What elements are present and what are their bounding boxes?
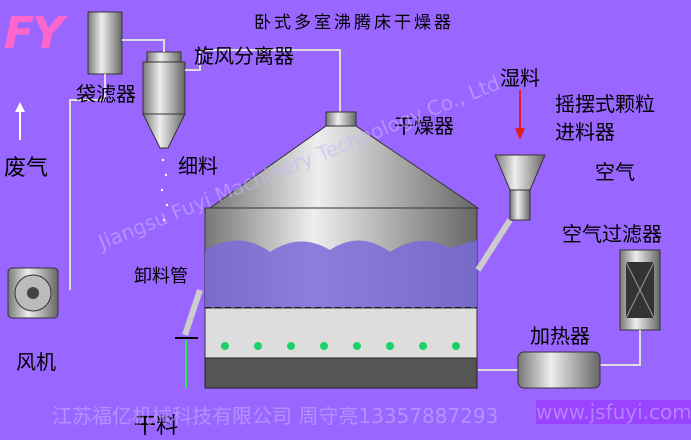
label-fines: 细料 bbox=[178, 154, 218, 178]
label-exhaust: 废气 bbox=[4, 156, 49, 181]
heater bbox=[517, 351, 601, 389]
logo: FY bbox=[4, 8, 64, 59]
label-heater: 加热器 bbox=[530, 324, 590, 348]
label-discharge-pipe: 卸料管 bbox=[134, 266, 188, 287]
label-bag-filter: 袋滤器 bbox=[76, 82, 136, 106]
watermark-url: www.jsfuyi.com bbox=[536, 400, 691, 424]
dryer-body bbox=[204, 207, 478, 389]
cyclone-pipe bbox=[122, 39, 165, 52]
cyclone-separator bbox=[142, 51, 186, 149]
air-pipe bbox=[600, 330, 641, 366]
swing-granulator-feeder bbox=[475, 154, 546, 272]
bag-filter bbox=[87, 11, 123, 75]
fan bbox=[7, 267, 59, 319]
exhaust-pipe bbox=[69, 74, 106, 290]
label-dryer: 干燥器 bbox=[394, 114, 454, 138]
air-filter bbox=[619, 249, 661, 331]
dryer-outlet-pipe bbox=[185, 49, 341, 112]
diagram-title: 卧式多室沸腾床干燥器 bbox=[254, 13, 454, 33]
label-feeder-2: 进料器 bbox=[555, 120, 615, 144]
fines-flow bbox=[160, 158, 169, 222]
label-air-filter: 空气过滤器 bbox=[562, 222, 662, 246]
label-cyclone: 旋风分离器 bbox=[194, 44, 294, 68]
label-fan: 风机 bbox=[16, 350, 56, 374]
air-nozzles bbox=[221, 342, 460, 350]
label-air: 空气 bbox=[595, 160, 635, 184]
watermark-company: 江苏福亿机械科技有限公司 周守亮13357887293 bbox=[52, 404, 499, 428]
discharge-pipe bbox=[182, 289, 203, 336]
label-feeder: 摇摆式颗粒 bbox=[555, 92, 655, 116]
label-wet-material: 湿料 bbox=[500, 66, 540, 90]
